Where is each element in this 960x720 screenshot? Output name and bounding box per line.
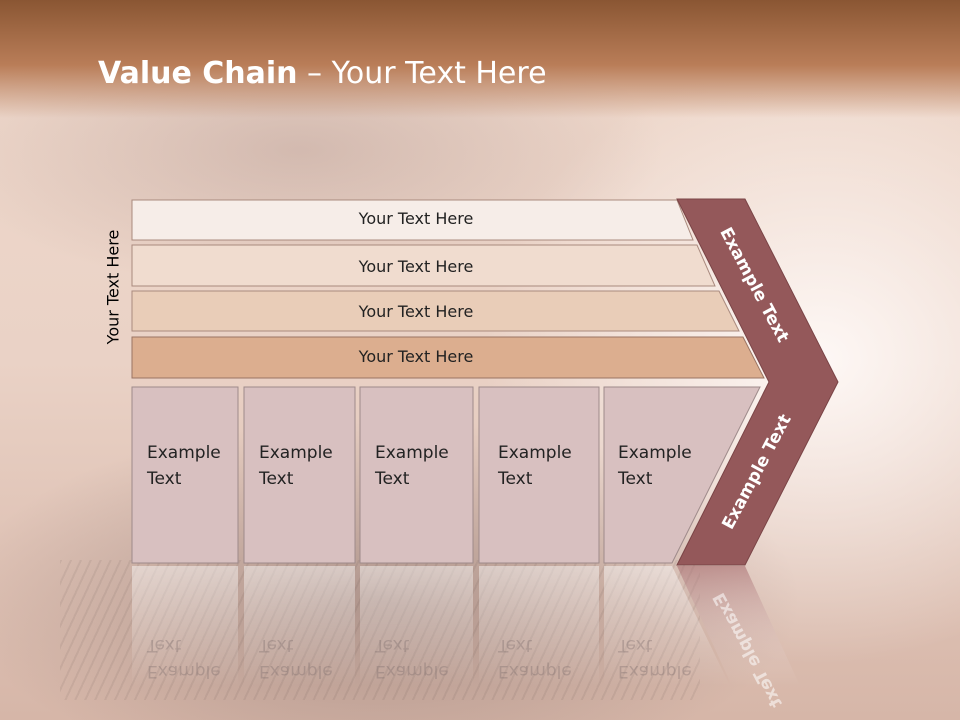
box-3-line1: Example <box>375 443 449 463</box>
box-5-line2: Text <box>618 469 653 489</box>
chevron-arrow[interactable] <box>676 198 839 566</box>
box-4-line1: Example <box>498 443 572 463</box>
box-3-shape[interactable] <box>359 386 474 564</box>
slide-title: Value Chain – Your Text Here <box>98 54 547 94</box>
row-3-shape[interactable] <box>131 290 740 332</box>
box-2-shape[interactable] <box>243 386 356 564</box>
box-4-shape[interactable] <box>478 386 600 564</box>
reflection <box>132 566 800 686</box>
title-bar <box>0 0 960 118</box>
row-4-label: Your Text Here <box>358 347 474 366</box>
box-1-shape[interactable] <box>131 386 239 564</box>
title-bold: Value Chain <box>98 56 298 91</box>
box-2-line1: Example <box>259 443 333 463</box>
box-3-line2: Text <box>375 469 410 489</box>
row-2-label: Your Text Here <box>358 257 474 276</box>
box-1-line2: Text <box>147 469 182 489</box>
row-3-label: Your Text Here <box>358 302 474 321</box>
box-5-shape[interactable] <box>603 386 761 564</box>
row-4-shape[interactable] <box>131 336 765 379</box>
row-1-label: Your Text Here <box>358 209 474 228</box>
box-4-line2: Text <box>498 469 533 489</box>
title-rest: – Your Text Here <box>297 56 547 91</box>
row-2-shape[interactable] <box>131 244 716 287</box>
box-5-line1: Example <box>618 443 692 463</box>
box-1-line1: Example <box>147 443 221 463</box>
box-2-line2: Text <box>259 469 294 489</box>
row-1-shape[interactable] <box>131 199 694 241</box>
